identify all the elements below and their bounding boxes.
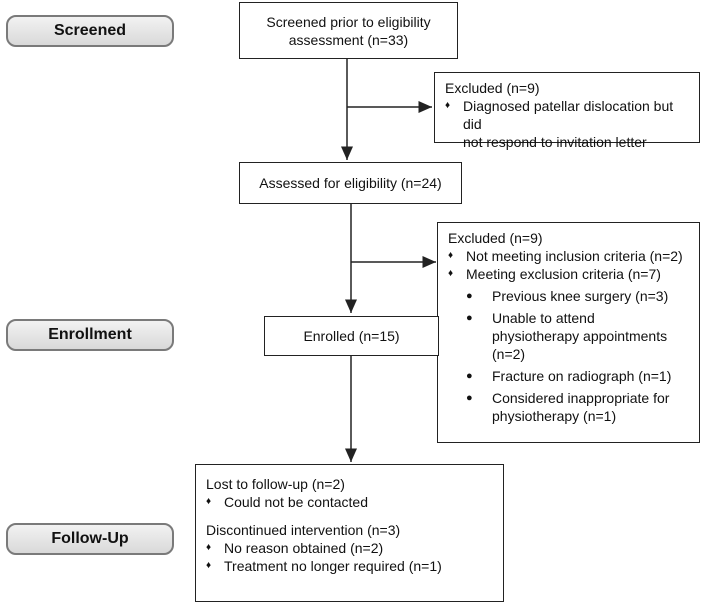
stage-enrollment-label: Enrollment bbox=[48, 326, 132, 343]
excluded2-subitem-label: Fracture on radiograph (n=1) bbox=[492, 368, 672, 384]
discontinued-item-label: Treatment no longer required (n=1) bbox=[224, 558, 442, 574]
dot-bullet-icon: ● bbox=[466, 290, 473, 302]
discontinued-item-label: No reason obtained (n=2) bbox=[224, 540, 384, 556]
excluded2-subitem-line: physiotherapy appointments bbox=[492, 328, 668, 344]
lost-item-label: Could not be contacted bbox=[224, 494, 368, 510]
excluded1-title: Excluded (n=9) bbox=[445, 80, 540, 96]
excluded2-subitem: ● Previous knee surgery (n=3) bbox=[448, 287, 689, 305]
dot-bullet-icon: ● bbox=[466, 370, 473, 382]
excluded1-item-line2: not respond to invitation letter bbox=[463, 134, 647, 150]
followup-box: Lost to follow-up (n=2) ♦ Could not be c… bbox=[195, 464, 504, 602]
excluded2-subitem: ● Considered inappropriate for physiothe… bbox=[448, 389, 689, 425]
stage-follow-up: Follow-Up bbox=[6, 523, 174, 555]
excluded2-title: Excluded (n=9) bbox=[448, 230, 543, 246]
enrolled-label: Enrolled (n=15) bbox=[303, 328, 400, 344]
discontinued-title: Discontinued intervention (n=3) bbox=[206, 522, 401, 538]
lost-item: ♦ Could not be contacted bbox=[206, 493, 493, 511]
screened-line2: assessment (n=33) bbox=[288, 31, 409, 48]
screened-line1: Screened prior to eligibility bbox=[266, 13, 431, 30]
excluded2-item: ♦ Meeting exclusion criteria (n=7) bbox=[448, 265, 689, 283]
excluded2-subitem: ● Fracture on radiograph (n=1) bbox=[448, 367, 689, 385]
diamond-bullet-icon: ♦ bbox=[445, 100, 451, 111]
excluded2-subitem-line: physiotherapy (n=1) bbox=[492, 408, 617, 424]
dot-bullet-icon: ● bbox=[466, 392, 473, 404]
stage-follow-up-label: Follow-Up bbox=[51, 530, 129, 547]
stage-screened: Screened bbox=[6, 15, 174, 47]
excluded2-item-label: Meeting exclusion criteria (n=7) bbox=[466, 266, 661, 282]
diamond-bullet-icon: ♦ bbox=[206, 560, 212, 571]
excluded2-subitem: ● Unable to attend physiotherapy appoint… bbox=[448, 309, 689, 363]
excluded-box-2: Excluded (n=9) ♦ Not meeting inclusion c… bbox=[437, 222, 700, 443]
diamond-bullet-icon: ♦ bbox=[448, 250, 454, 261]
excluded-box-1: Excluded (n=9) ♦ Diagnosed patellar disl… bbox=[434, 72, 700, 150]
screened-box: Screened prior to eligibility assessment… bbox=[239, 2, 458, 59]
stage-enrollment: Enrollment bbox=[6, 319, 174, 351]
assessed-label: Assessed for eligibility (n=24) bbox=[259, 175, 442, 191]
excluded1-item: ♦ Diagnosed patellar dislocation but did… bbox=[445, 97, 689, 151]
enrolled-box: Enrolled (n=15) bbox=[264, 316, 439, 356]
diamond-bullet-icon: ♦ bbox=[448, 268, 454, 279]
excluded1-item-line1: Diagnosed patellar dislocation but did bbox=[463, 98, 674, 132]
diamond-bullet-icon: ♦ bbox=[206, 496, 212, 507]
stage-screened-label: Screened bbox=[53, 22, 127, 39]
excluded2-subitem-line: (n=2) bbox=[492, 346, 526, 362]
excluded2-subitem-line: Considered inappropriate for bbox=[492, 390, 670, 406]
diamond-bullet-icon: ♦ bbox=[206, 542, 212, 553]
excluded2-subitem-label: Previous knee surgery (n=3) bbox=[492, 288, 669, 304]
lost-title: Lost to follow-up (n=2) bbox=[206, 476, 345, 492]
excluded2-subitem-line: Unable to attend bbox=[492, 310, 595, 326]
excluded2-item-label: Not meeting inclusion criteria (n=2) bbox=[466, 248, 683, 264]
dot-bullet-icon: ● bbox=[466, 312, 473, 324]
discontinued-item: ♦ Treatment no longer required (n=1) bbox=[206, 557, 493, 575]
discontinued-item: ♦ No reason obtained (n=2) bbox=[206, 539, 493, 557]
assessed-box: Assessed for eligibility (n=24) bbox=[239, 162, 462, 204]
excluded2-item: ♦ Not meeting inclusion criteria (n=2) bbox=[448, 247, 689, 265]
